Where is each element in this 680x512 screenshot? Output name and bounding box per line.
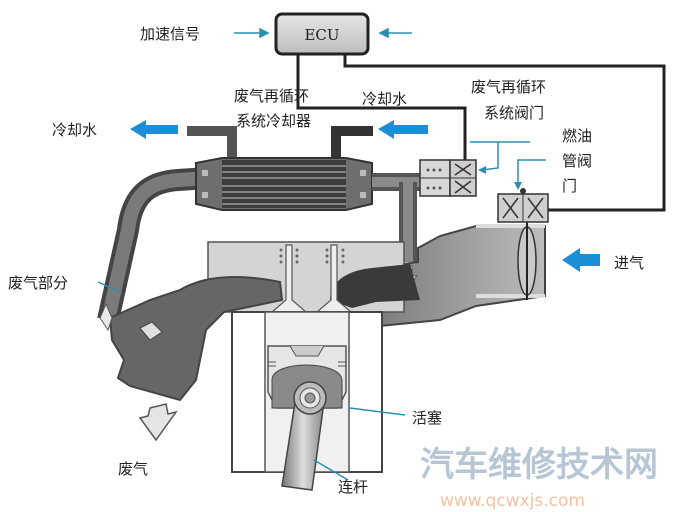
fuel-valve-label-2: 管阀: [562, 152, 592, 170]
egr-cooler-label-2: 系统冷却器: [236, 112, 311, 130]
connecting-rod: [281, 381, 327, 491]
ecu-label: ECU: [304, 26, 339, 44]
intake-port: [330, 264, 420, 308]
fuel-valve-label-1: 燃油: [562, 127, 592, 145]
coolant-out-arrow-icon: [130, 120, 178, 139]
fuel-valve-label-3: 门: [562, 177, 577, 195]
watermark-url: www.qcwxjs.com: [440, 491, 585, 511]
conrod-label: 连杆: [338, 478, 368, 496]
coolant-pipes: [187, 126, 373, 165]
coolant-in-arrow-icon: [378, 120, 428, 139]
egr-cooler: [195, 157, 373, 211]
coolant-in-label: 冷却水: [362, 90, 407, 108]
exhaust-out-arrow-icon: [138, 403, 178, 442]
egr-valve-label-2: 系统阀门: [484, 104, 544, 122]
exhaust-label: 废气: [118, 460, 148, 478]
egr-valve: [419, 159, 477, 197]
intake-label: 进气: [614, 254, 644, 272]
throttle-valve-actuator: [497, 188, 549, 223]
exhaust-part-label: 废气部分: [8, 274, 68, 292]
ecu-box: ECU: [274, 12, 370, 56]
egr-cooler-label-1: 废气再循环: [234, 87, 309, 105]
exhaust-manifold: [99, 275, 284, 402]
egr-valve-label-1: 废气再循环: [471, 78, 546, 96]
leader-arrowheads: [478, 166, 522, 190]
intake-arrow-icon: [562, 248, 600, 272]
exhaust-egr-pipe: [97, 167, 209, 323]
piston-label: 活塞: [412, 409, 442, 427]
signal-arrows: [234, 27, 412, 39]
accel-signal-label: 加速信号: [140, 25, 200, 43]
leader-lines: [97, 141, 546, 481]
ecu-wiring: [296, 52, 666, 212]
watermark-name: 汽车维修技术网: [420, 445, 658, 485]
egr-return-pipe: [372, 173, 420, 262]
coolant-out-label: 冷却水: [52, 121, 97, 139]
